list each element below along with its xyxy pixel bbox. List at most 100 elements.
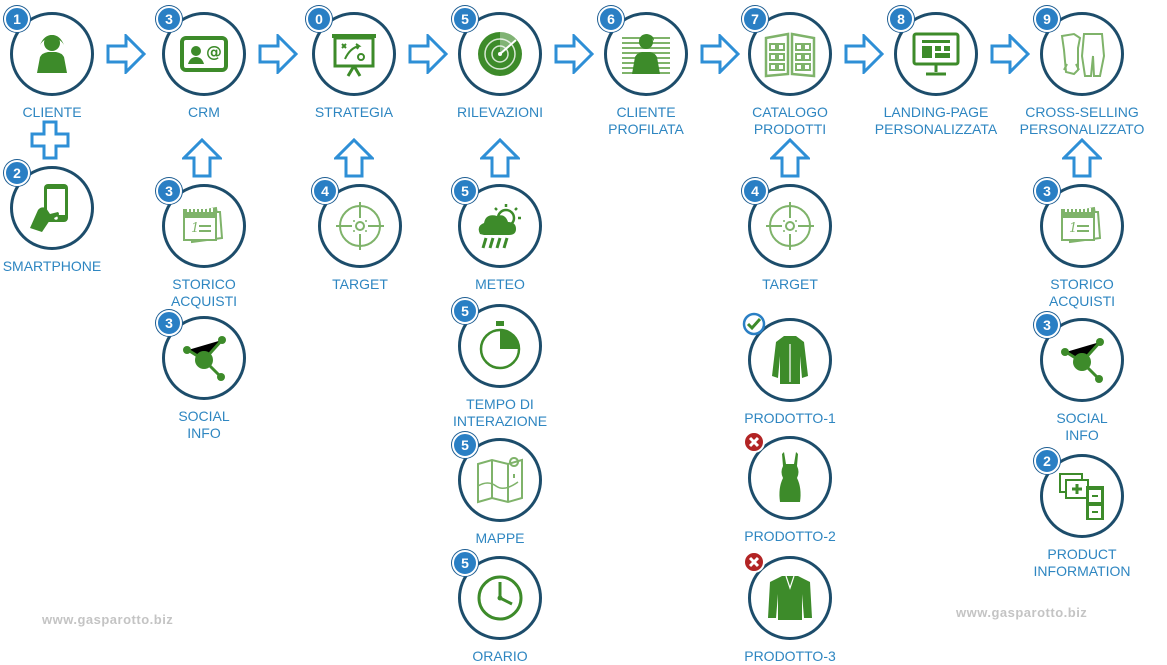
step-badge: 5 xyxy=(452,178,478,204)
label-line: CROSS-SELLING xyxy=(1025,104,1139,120)
label-line: INFO xyxy=(187,425,221,441)
input-catalogo-2-label: PRODOTTO-2 xyxy=(710,528,870,545)
step-badge: 5 xyxy=(452,550,478,576)
main-node-strategia-label: STRATEGIA xyxy=(274,104,434,121)
step-badge: 3 xyxy=(1034,312,1060,338)
input-catalogo-1-label: PRODOTTO-1 xyxy=(710,410,870,427)
main-node-rilevazioni-label: RILEVAZIONI xyxy=(420,104,580,121)
label-line: PERSONALIZZATO xyxy=(1019,121,1145,137)
product-info-icon xyxy=(1040,454,1124,538)
main-node-cliente: 1 xyxy=(4,6,94,96)
input-cross_selling-2: 2 xyxy=(1034,448,1124,538)
main-node-cross-selling: 9 xyxy=(1034,6,1124,96)
step-badge: 4 xyxy=(742,178,768,204)
input-strategia-0: 4 xyxy=(312,178,402,268)
label-line: PRODUCT xyxy=(1047,546,1117,562)
label-line: ACQUISTI xyxy=(170,293,238,309)
input-cross_selling-1: 3 xyxy=(1034,312,1124,402)
label-line: PRODOTTI xyxy=(753,121,827,137)
label-line: PERSONALIZZATA xyxy=(874,121,998,137)
step-badge: 5 xyxy=(452,298,478,324)
label-line: SOCIAL xyxy=(178,408,230,424)
label-line: INFO xyxy=(1065,427,1099,443)
input-rilevazioni-0-label: METEO xyxy=(420,276,580,293)
input-arrow xyxy=(1060,137,1104,183)
main-node-cliente-profilata: 6 xyxy=(598,6,688,96)
label-line: CLIENTE xyxy=(616,104,676,120)
label-line: TARGET xyxy=(332,276,388,292)
step-badge: 5 xyxy=(452,432,478,458)
input-catalogo-0-label: TARGET xyxy=(710,276,870,293)
input-catalogo-1 xyxy=(742,312,832,402)
step-badge: 6 xyxy=(598,6,624,32)
main-node-crm-label: CRM xyxy=(124,104,284,121)
input-catalogo-3-label: PRODOTTO-3 xyxy=(710,648,870,665)
label-line: CATALOGO xyxy=(752,104,828,120)
svg-text:1: 1 xyxy=(191,221,199,236)
plus-icon xyxy=(30,120,70,165)
label-line: PRODOTTO-3 xyxy=(744,648,836,664)
label-line: PRODOTTO-2 xyxy=(744,528,836,544)
step-badge: 4 xyxy=(312,178,338,204)
main-node-rilevazioni: 5 xyxy=(452,6,542,96)
watermark-left: www.gasparotto.biz xyxy=(42,612,174,627)
svg-text:@: @ xyxy=(206,42,222,61)
label-line: SMARTPHONE xyxy=(2,258,102,274)
input-rilevazioni-2: 5 xyxy=(452,432,542,522)
step-badge: 3 xyxy=(1034,178,1060,204)
input-rilevazioni-0: 5 xyxy=(452,178,542,268)
step-badge: 0 xyxy=(306,6,332,32)
catalog-icon xyxy=(748,12,832,96)
input-strategia-0-label: TARGET xyxy=(280,276,440,293)
label-line: INTERAZIONE xyxy=(452,413,548,429)
calendar-icon: 1 xyxy=(162,184,246,268)
label-line: TARGET xyxy=(762,276,818,292)
label-line: STORICO xyxy=(172,276,236,292)
watermark-right: www.gasparotto.biz xyxy=(956,605,1088,620)
node-smartphone: 2 xyxy=(4,160,94,250)
label-line: INFORMATION xyxy=(1033,563,1131,579)
step-badge: 2 xyxy=(4,160,30,186)
input-arrow xyxy=(180,137,224,183)
flow-arrow xyxy=(844,32,885,79)
label-line: MAPPE xyxy=(475,530,525,546)
label-line: ACQUISTI xyxy=(1048,293,1116,309)
input-rilevazioni-1: 5 xyxy=(452,298,542,388)
flow-arrow xyxy=(554,32,595,79)
step-badge: 7 xyxy=(742,6,768,32)
main-node-strategia: 0 xyxy=(306,6,396,96)
input-rilevazioni-3-label: ORARIO xyxy=(420,648,580,665)
cross-icon xyxy=(742,550,766,574)
label-line: PRODOTTO-1 xyxy=(744,410,836,426)
jacket-icon xyxy=(748,556,832,640)
check-icon xyxy=(742,312,766,336)
main-node-landing-page: 8 xyxy=(888,6,978,96)
input-catalogo-0: 4 xyxy=(742,178,832,268)
step-badge: 3 xyxy=(156,178,182,204)
label-line: METEO xyxy=(475,276,525,292)
step-badge: 8 xyxy=(888,6,914,32)
flow-arrow xyxy=(258,32,299,79)
main-node-cliente-label: CLIENTE xyxy=(0,104,132,121)
strategy-board-icon xyxy=(312,12,396,96)
label-line: RILEVAZIONI xyxy=(456,104,544,120)
input-catalogo-3 xyxy=(743,551,832,640)
input-arrow xyxy=(332,137,376,183)
label-line: TEMPO DI xyxy=(466,396,534,412)
flow-arrow xyxy=(990,32,1031,79)
label-line: LANDING-PAGE xyxy=(883,104,989,120)
step-badge: 5 xyxy=(452,6,478,32)
step-badge: 1 xyxy=(4,6,30,32)
input-crm-1: 3 xyxy=(156,310,246,400)
step-badge: 3 xyxy=(156,310,182,336)
dress-icon xyxy=(748,436,832,520)
